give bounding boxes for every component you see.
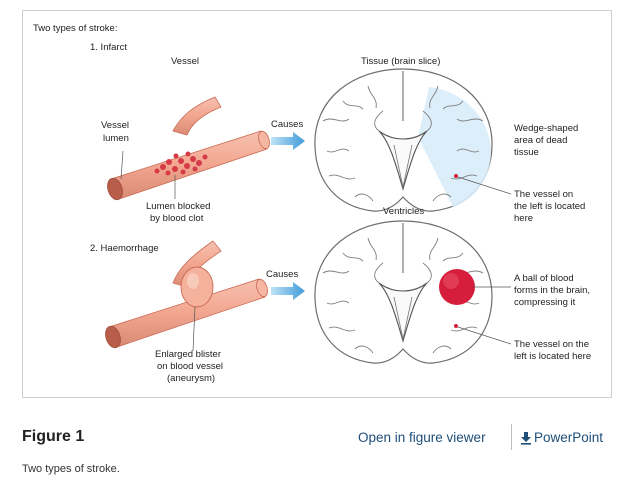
causes-arrow-2-icon [271,282,305,300]
vessel-left-1-line1: The vessel on [514,189,573,200]
figure-title: Figure 1 [22,428,85,445]
infarct-wedge-area [418,87,491,207]
vessel-left-2-line2: left is located here [514,351,591,362]
brain-slice-haemorrhage [314,220,493,364]
vessel-location-dot-1 [454,174,458,178]
vessel-left-2-line1: The vessel on the [514,339,589,350]
lumen-blocked-label-line1: Lumen blocked [146,201,210,212]
vessel-lumen-label-line1: Vessel [101,120,129,131]
ball-label-line1: A ball of blood [514,273,574,284]
causes-label-1: Causes [271,119,303,130]
wedge-label-line3: tissue [514,147,539,158]
open-figure-viewer-link[interactable]: Open in figure viewer [358,430,486,445]
vessel-left-1-line3: here [514,213,533,224]
aneurysm-vessel [105,240,268,349]
infarct-vessel [107,96,270,201]
vessel-left-1-line2: the left is located [514,201,585,212]
wedge-label-line1: Wedge-shaped [514,123,578,134]
blister-label-line2: on blood vessel [157,361,223,372]
download-icon [520,431,532,445]
figure-caption: Two types of stroke. [22,463,120,475]
blister-label-line3: (aneurysm) [167,373,215,384]
brain-slice-infarct [314,68,493,212]
blood-clot [154,151,208,176]
blister-label-line1: Enlarged blister [155,349,221,360]
powerpoint-label: PowerPoint [534,430,604,445]
ventricles-label: Ventricles [383,206,424,217]
wedge-label-line2: area of dead [514,135,567,146]
vessel-location-dot-2 [454,324,458,328]
ball-label-line3: compressing it [514,297,576,308]
powerpoint-download-link[interactable]: PowerPoint [520,430,603,445]
blood-ball [439,269,475,305]
section-haemorrhage-label: 2. Haemorrhage [90,243,159,254]
figure-image: Two types of stroke: 1. Infarct Vessel T… [22,10,612,398]
vessel-lumen-label-line2: lumen [103,133,129,144]
section-infarct-label: 1. Infarct [90,42,127,53]
tissue-column-label: Tissue (brain slice) [361,56,440,67]
footer-divider [511,424,512,450]
ball-label-line2: forms in the brain, [514,285,590,296]
stroke-diagram: Two types of stroke: 1. Infarct Vessel T… [33,23,591,384]
vessel-column-label: Vessel [171,56,199,67]
diagram-heading: Two types of stroke: [33,23,117,34]
aneurysm-blister [180,266,214,308]
lumen-blocked-label-line2: by blood clot [150,213,204,224]
causes-arrow-1-icon [271,132,305,150]
causes-label-2: Causes [266,269,298,280]
